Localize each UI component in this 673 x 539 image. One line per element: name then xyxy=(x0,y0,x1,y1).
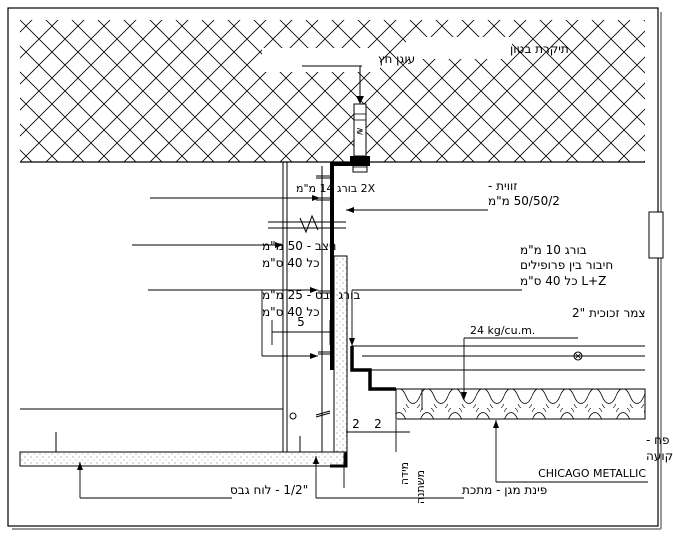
stud-label-line1: ניצב - 50 מ"מ xyxy=(262,239,336,253)
concrete-ceiling-label: תיקרת בטון xyxy=(510,42,569,56)
concrete-label-mask xyxy=(406,37,512,59)
glass-wool-label-line1: צמר זכוכית "2 xyxy=(572,306,646,320)
variable-measure-line2: משתנה xyxy=(414,470,427,504)
hanger-symbol-icon xyxy=(573,351,583,361)
screw10-label-line2: חיבור בין פרופילים xyxy=(520,258,613,272)
anchor-icon: ≷ xyxy=(350,66,370,173)
metal-ceiling-label-line1: תיקרת מגשי פח - xyxy=(646,433,673,447)
screw10-label-line1: בורג 10 מ"מ xyxy=(520,243,587,257)
screw-head-icon xyxy=(289,412,297,420)
z-profile xyxy=(350,346,396,391)
wall-gypsum-board xyxy=(333,255,348,453)
ceiling-gypsum-board xyxy=(19,451,347,467)
concrete-ceiling xyxy=(20,20,645,162)
gypsum-screw-label-line2: כל 40 ס"מ xyxy=(262,305,320,319)
leader-lines xyxy=(79,65,648,499)
gypsum-screw-label-line1: בורג גבס - 25 מ"מ xyxy=(262,288,360,302)
drawing-frame xyxy=(7,7,659,527)
gypsum-board-label: "1/2 - לוח גבס xyxy=(230,483,308,497)
metal-ceiling-label-line2: מגולוון חצי שקועה xyxy=(646,449,673,463)
leader-ticks xyxy=(77,195,499,470)
variable-measure-line1: מידה xyxy=(398,462,411,485)
dim-2a-label: 2 xyxy=(352,417,360,431)
screw-2x14-label: 2X בורג 14 מ"מ xyxy=(296,182,376,195)
svg-text:≷: ≷ xyxy=(356,127,364,137)
stud-profile xyxy=(282,162,323,452)
corner-guard-label: פינת מגן - מתכת xyxy=(462,483,547,497)
dim-5-label: 5 xyxy=(297,315,305,329)
metal-ceiling-label-line3: CHICAGO METALLIC xyxy=(538,467,646,480)
anchor-label-mask xyxy=(262,48,380,72)
break-mark xyxy=(268,214,346,234)
glass-wool-label-line2: 24 kg/cu.m. xyxy=(470,324,535,337)
glass-wool-insulation xyxy=(395,388,646,420)
side-tab xyxy=(648,211,664,259)
angle-size-label: 50/50/2 מ"מ xyxy=(488,194,560,208)
angle-title-label: זווית - xyxy=(488,179,517,193)
screw10-label-line3: L+Z כל 40 ס"מ xyxy=(520,274,606,288)
stud-label-line2: כל 40 ס"מ xyxy=(262,256,320,270)
dim-2b-label: 2 xyxy=(374,417,382,431)
anchor-label: עוגן חץ xyxy=(378,52,415,66)
